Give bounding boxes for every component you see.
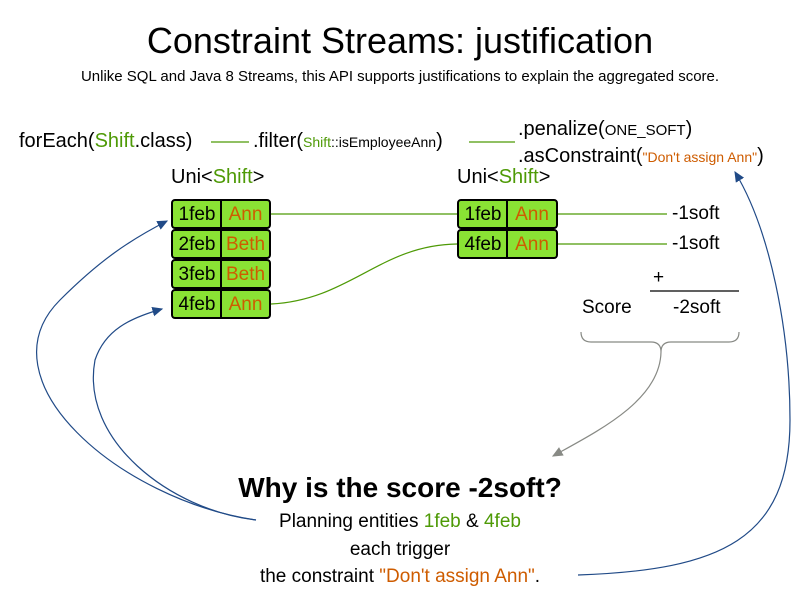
score-value: -2soft [673,297,721,318]
explanation-line-2: each trigger [349,539,451,560]
stream2-label: Uni<Shift> [457,166,551,188]
penalty-value: -1soft [672,203,720,224]
asconstraint-step: .asConstraint("Don't assign Ann") [518,145,764,167]
score-label: Score [582,297,632,318]
brace-arrow [551,351,662,457]
score-brace [580,331,740,353]
penalty-value: -1soft [672,233,720,254]
page-title: Constraint Streams: justification [146,20,654,61]
sum-plus: + [653,267,665,288]
penalize-step: .penalize(ONE_SOFT) [518,118,693,140]
explanation-line-3: the constraint "Don't assign Ann". [259,566,541,587]
question-heading: Why is the score -2soft? [238,472,562,503]
stream1-label: Uni<Shift> [171,166,265,188]
flow-line-4feb [270,243,458,305]
arrow-to-constraint [577,170,791,576]
explanation-line-1: Planning entities 1feb & 4feb [279,511,521,532]
arrow-to-4feb [92,306,257,521]
arrow-to-1feb [36,220,257,521]
filter-step: .filter(Shift::isEmployeeAnn) [253,130,443,152]
foreach-step: forEach(Shift.class) [19,130,193,152]
page-subtitle: Unlike SQL and Java 8 Streams, this API … [80,68,720,85]
